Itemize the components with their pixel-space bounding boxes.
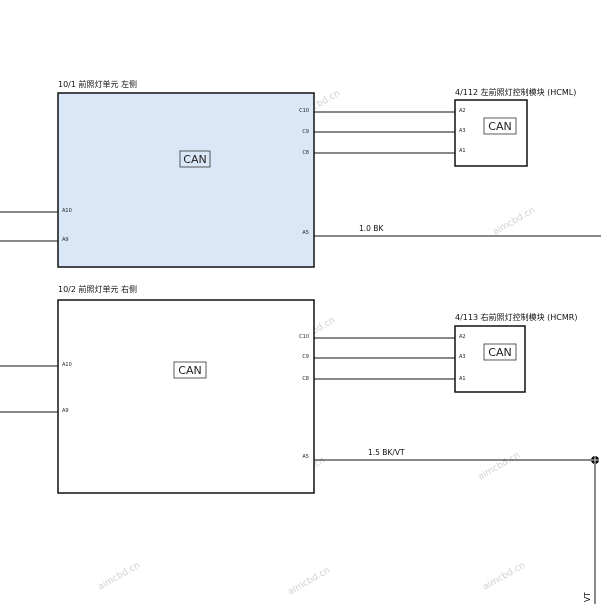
module-right-box[interactable] [454, 325, 526, 393]
pin-a10: A10 [62, 208, 72, 214]
unit-right-wires [0, 337, 596, 604]
module-left-pin-a2: A2 [459, 108, 466, 114]
unit-right-can-label: CAN [178, 364, 201, 377]
module-left-can-label: CAN [488, 120, 511, 133]
module-left-box[interactable] [454, 99, 528, 167]
module-left-title: 4/112 左前照灯控制模块 (HCML) [455, 87, 576, 97]
module-right-title: 4/113 右前照灯控制模块 (HCMR) [455, 312, 577, 322]
unit-left-title: 10/1 前照灯单元 左侧 [58, 79, 137, 89]
pin-a5: A5 [302, 230, 309, 236]
pin-a10: A10 [62, 362, 72, 368]
module-left: 4/112 左前照灯控制模块 (HCML) CAN A2 A3 A1 [454, 87, 576, 167]
unit-right-box[interactable] [57, 299, 315, 494]
pin-c9: C9 [302, 129, 309, 135]
unit-left-can-box [179, 150, 211, 168]
watermark: aimcbd.cn [287, 566, 332, 598]
pin-c9: C9 [302, 354, 309, 360]
pin-c8: C8 [302, 150, 309, 156]
unit-right-title: 10/2 前照灯单元 右侧 [58, 284, 137, 294]
splice-point[interactable] [591, 456, 599, 464]
pin-c8: C8 [302, 376, 309, 382]
module-right: 4/113 右前照灯控制模块 (HCMR) CAN A2 A3 A1 [454, 312, 577, 393]
unit-left-can-label: CAN [183, 153, 206, 166]
module-right-pin-a3: A3 [459, 354, 466, 360]
unit-right: 10/2 前照灯单元 右侧 CAN C10 C9 C8 A10 A9 A5 [57, 284, 315, 494]
module-right-can-box [483, 343, 517, 361]
pin-a5: A5 [302, 454, 309, 460]
module-left-pin-a3: A3 [459, 128, 466, 134]
pin-c10: C10 [299, 334, 309, 340]
watermark: aimcbd.cn [477, 451, 522, 483]
pin-c10: C10 [299, 108, 309, 114]
unit-right-can-box [173, 361, 207, 379]
unit-left-wires [0, 111, 601, 242]
module-right-pin-a2: A2 [459, 334, 466, 340]
pin-a9: A9 [62, 408, 69, 414]
watermark: aimcbd.cn [97, 561, 142, 593]
pin-a9: A9 [62, 237, 69, 243]
unit-left-box[interactable] [57, 92, 315, 268]
unit-left: 10/1 前照灯单元 左侧 CAN C10 C9 C8 A10 A9 A5 [57, 79, 315, 268]
wire-label-right-a5: 1.5 BK/VT [368, 448, 405, 457]
watermark: aimcbd.cn [482, 561, 527, 593]
watermark: aimcbd.cn [492, 206, 537, 238]
wire-label-vertical: VT [583, 592, 592, 602]
module-right-pin-a1: A1 [459, 376, 466, 382]
module-left-pin-a1: A1 [459, 148, 466, 154]
wire-label-left-a5: 1.0 BK [359, 224, 384, 233]
module-right-can-label: CAN [488, 346, 511, 359]
module-left-can-box [483, 117, 517, 135]
